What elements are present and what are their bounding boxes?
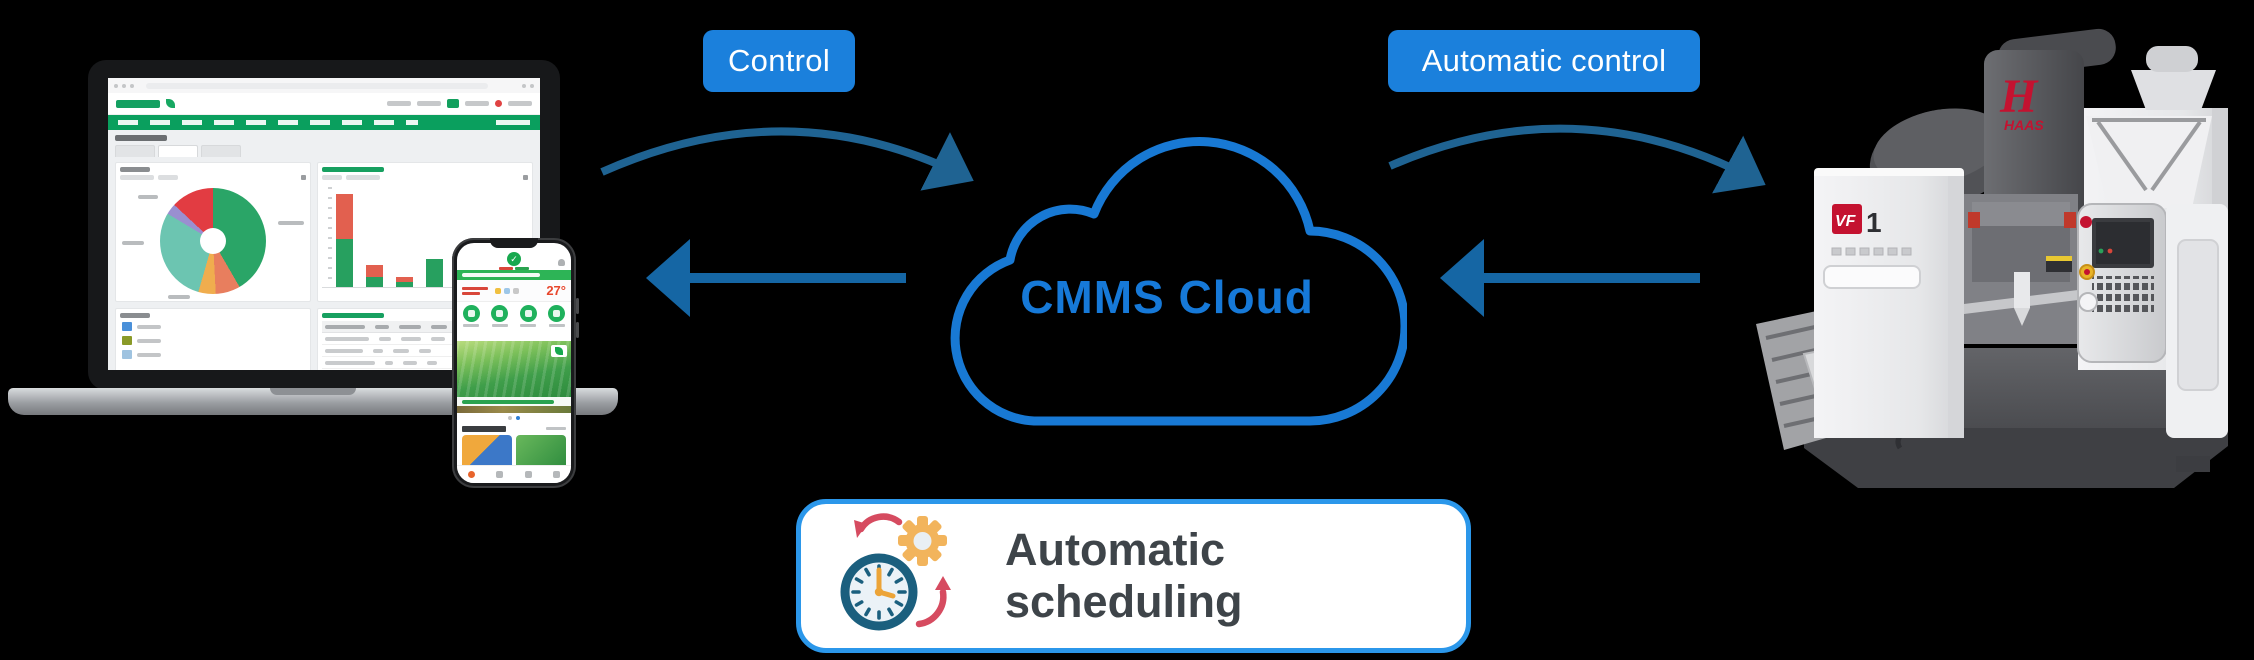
arrow-cloud-to-machine	[1388, 124, 1766, 194]
photo-logo-chip	[551, 345, 567, 357]
cloud-outline-icon	[950, 137, 1407, 426]
dashboard-navbar	[108, 115, 540, 130]
cmms-cloud: CMMS Cloud	[922, 120, 1407, 432]
tab	[115, 145, 155, 157]
news-cards-row	[457, 435, 571, 469]
scheduling-clock-gear-icon	[840, 513, 951, 631]
dashboard-header	[108, 93, 540, 115]
browser-forward-icon	[122, 83, 126, 88]
pendant-emblem	[2080, 216, 2092, 228]
model-prefix-label: VF	[1835, 213, 1857, 230]
download-icon	[523, 175, 528, 180]
laptop	[88, 60, 560, 390]
news-section-header	[457, 422, 571, 435]
download-icon	[301, 175, 306, 180]
header-menu-item	[417, 101, 441, 106]
dashboard-content	[108, 130, 540, 370]
app-header: ✓	[457, 243, 571, 270]
browser-profile-icon	[530, 83, 534, 88]
cloud-icon	[504, 287, 510, 294]
app-green-banner	[457, 270, 571, 280]
temperature-label: 27°	[546, 283, 566, 298]
photo-strip	[457, 406, 571, 413]
model-number-label: 1	[1866, 207, 1882, 238]
smartphone: ✓ 27°	[452, 238, 579, 488]
tab	[201, 145, 241, 157]
phone-power-button	[576, 322, 579, 338]
leaf-icon	[166, 99, 175, 108]
weather-row: 27°	[457, 280, 571, 302]
gear-icon	[898, 516, 947, 566]
header-menu-item	[508, 101, 532, 106]
bar-chart-card	[317, 162, 533, 302]
home-tab-icon	[467, 471, 475, 478]
cloud-title: CMMS Cloud	[1020, 271, 1314, 323]
header-menu-item	[387, 101, 411, 106]
cnc-machine: H HAAS VF 1	[1756, 28, 2228, 488]
control-keypad	[2092, 276, 2154, 316]
browser-toolbar	[108, 78, 540, 93]
spindle-head	[1984, 50, 2084, 220]
donut-chart	[160, 188, 266, 294]
header-green-badge	[447, 99, 459, 108]
phone-bottom-nav	[457, 465, 571, 483]
scheduling-title: Automatic scheduling	[1005, 524, 1243, 627]
phone-volume-button	[576, 298, 579, 314]
dashboard-logo	[116, 99, 160, 108]
header-menu-item	[465, 101, 489, 106]
sun-icon	[495, 287, 501, 294]
grid-tab-icon	[496, 471, 504, 478]
browser-reload-icon	[130, 83, 134, 88]
automatic-control-label: Automatic control	[1388, 30, 1700, 92]
browser-menu-icon	[522, 83, 526, 88]
news-card-image	[516, 435, 566, 469]
browser-address-bar	[146, 82, 488, 89]
wind-icon	[513, 287, 519, 294]
quick-actions-row	[457, 302, 571, 341]
cabinet-handle	[1823, 265, 1921, 289]
automatic-scheduling-box: Automatic scheduling	[796, 499, 1471, 653]
vf-model-badge	[1832, 204, 1862, 234]
hbar-chart-card	[115, 308, 311, 370]
bell-icon	[558, 259, 565, 266]
jog-knob	[2078, 292, 2098, 312]
dashboard-tabs	[115, 145, 533, 157]
clock-icon	[840, 553, 918, 631]
laptop-dashboard-screen	[108, 78, 540, 370]
scan-tab-icon	[524, 471, 532, 478]
tab-active	[158, 145, 198, 157]
photo-caption	[457, 397, 571, 406]
arrow-laptop-to-cloud	[600, 127, 974, 191]
haas-brand-label: HAAS	[2004, 117, 2044, 133]
phone-notch	[490, 238, 538, 248]
pie-chart-card	[115, 162, 311, 302]
stacked-bar-chart	[322, 183, 528, 288]
app-logo: ✓	[507, 252, 521, 266]
control-label: Control	[703, 30, 855, 92]
coolant-funnel	[2131, 70, 2216, 110]
phone-app-screen: ✓ 27°	[457, 243, 571, 483]
hbar-legend	[122, 322, 306, 359]
pagination-dots	[457, 413, 571, 422]
field-photo	[457, 341, 571, 397]
notification-icon	[495, 100, 502, 107]
browser-back-icon	[114, 83, 118, 88]
spindle	[2014, 272, 2030, 308]
haas-logo-letter: H	[1999, 70, 2039, 123]
profile-tab-icon	[553, 471, 561, 478]
page-title-placeholder	[115, 135, 167, 141]
news-card-image	[462, 435, 512, 469]
